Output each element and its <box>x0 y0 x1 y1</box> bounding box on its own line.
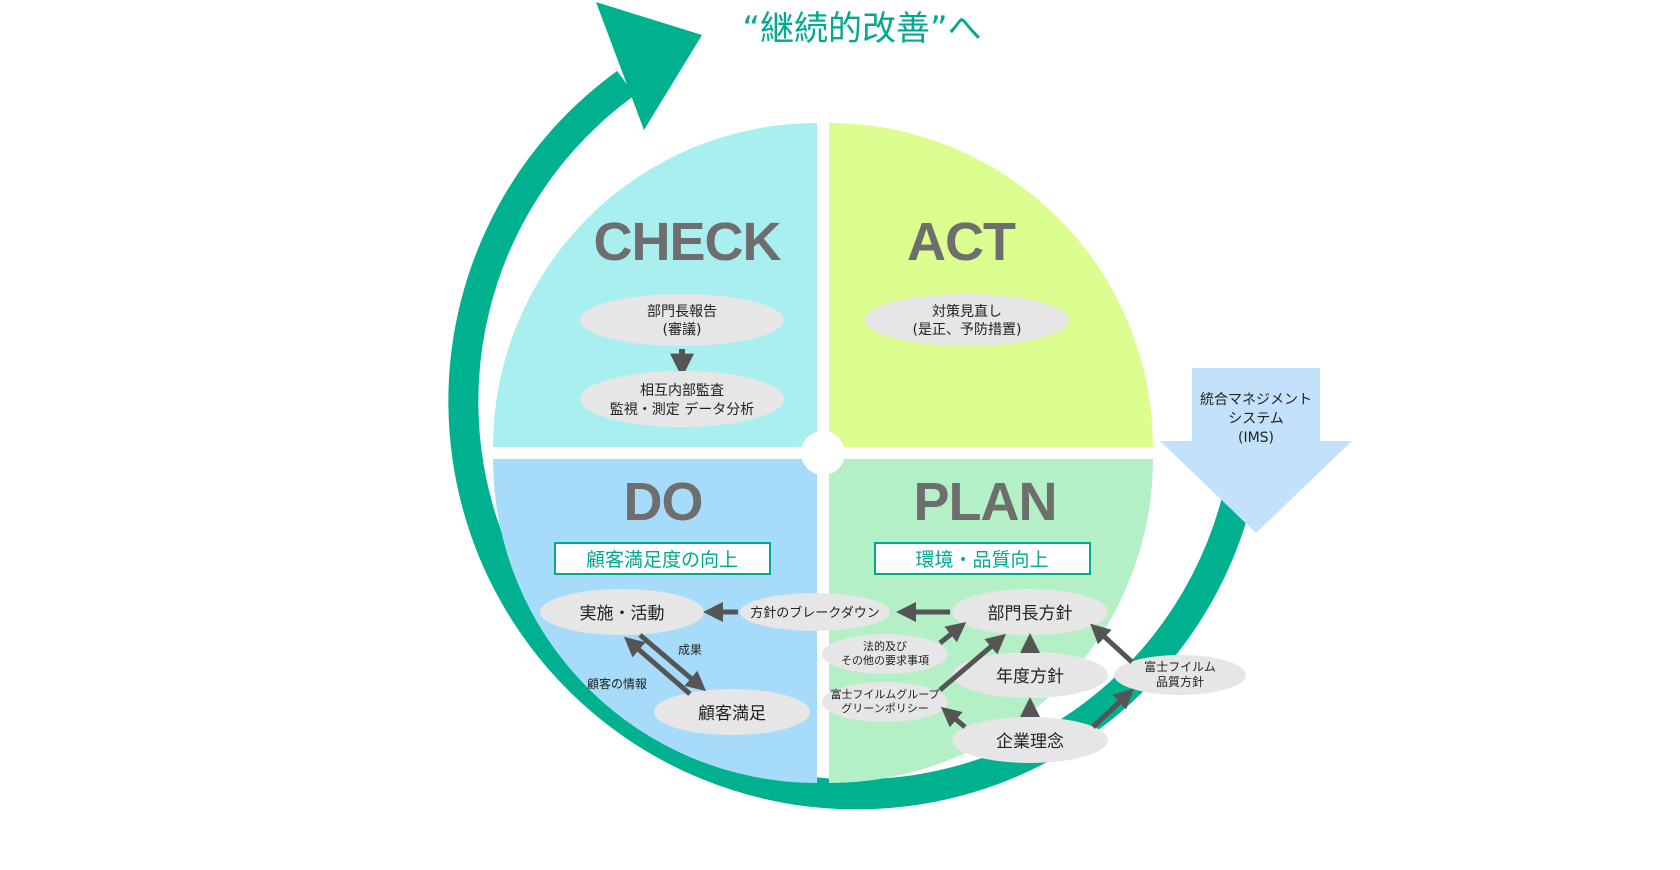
svg-text:グリーンポリシー: グリーンポリシー <box>841 701 928 715</box>
plan-goal-box: 環境・品質向上 <box>874 542 1091 575</box>
execution-oval: 実施・活動 <box>540 589 704 635</box>
svg-text:部門長報告: 部門長報告 <box>647 304 717 320</box>
svg-text:部門長方針: 部門長方針 <box>988 604 1073 624</box>
do-title: DO <box>624 472 703 532</box>
plan-title: PLAN <box>914 472 1057 532</box>
svg-text:顧客満足: 顧客満足 <box>698 704 766 724</box>
arrow-green-to-dept <box>938 633 1007 692</box>
do-goal-box: 顧客満足度の向上 <box>554 542 771 575</box>
arrow-satisfaction-to-execution <box>623 636 692 696</box>
svg-text:方針のブレークダウン: 方針のブレークダウン <box>750 605 879 621</box>
ims-label: 統合マネジメント システム (IMS) <box>1200 392 1312 446</box>
customer-satisfaction-oval: 顧客満足 <box>654 689 810 735</box>
corporate-philosophy-oval: 企業理念 <box>952 717 1108 763</box>
dept-report-oval: 部門長報告 (審議) <box>580 294 784 346</box>
svg-text:システム: システム <box>1228 411 1284 427</box>
svg-text:品質方針: 品質方針 <box>1156 674 1204 689</box>
svg-text:(審議): (審議) <box>663 321 702 338</box>
svg-text:環境・品質向上: 環境・品質向上 <box>915 549 1048 571</box>
arrow-quality-to-dept <box>1090 623 1134 664</box>
check-quadrant <box>493 123 817 447</box>
svg-text:実施・活動: 実施・活動 <box>580 604 665 624</box>
internal-audit-oval: 相互内部監査 監視・測定 データ分析 <box>580 371 784 427</box>
svg-text:富士フイルムグループ: 富士フイルムグループ <box>830 687 939 701</box>
svg-text:相互内部監査: 相互内部監査 <box>640 382 724 399</box>
check-title: CHECK <box>593 212 781 272</box>
svg-text:その他の要求事項: その他の要求事項 <box>841 654 929 667</box>
result-label: 成果 <box>678 643 702 657</box>
act-title: ACT <box>907 212 1016 272</box>
policy-breakdown-oval: 方針のブレークダウン <box>740 593 890 631</box>
dept-policy-oval: 部門長方針 <box>952 589 1108 635</box>
svg-text:企業理念: 企業理念 <box>996 731 1064 752</box>
quality-policy-oval: 富士フイルム 品質方針 <box>1114 655 1246 695</box>
green-policy-oval: 富士フイルムグループ グリーンポリシー <box>822 682 948 722</box>
svg-text:監視・測定 データ分析: 監視・測定 データ分析 <box>610 401 754 418</box>
countermeasure-review-oval: 対策見直し (是正、予防措置) <box>865 294 1069 346</box>
headline: “継続的改善”へ <box>742 9 981 49</box>
center-hub <box>801 431 845 475</box>
act-quadrant <box>829 123 1153 447</box>
arrow-philosophy-to-green <box>940 706 967 729</box>
customer-info-label: 顧客の情報 <box>587 676 647 691</box>
legal-requirements-oval: 法的及び その他の要求事項 <box>822 634 948 674</box>
svg-text:(IMS): (IMS) <box>1238 430 1274 446</box>
svg-text:顧客満足度の向上: 顧客満足度の向上 <box>586 549 738 571</box>
svg-text:(是正、予防措置): (是正、予防措置) <box>913 322 1022 338</box>
ims-arrow <box>1160 368 1352 533</box>
annual-policy-oval: 年度方針 <box>952 652 1108 698</box>
arrow-execution-to-satisfaction <box>638 633 707 692</box>
svg-text:法的及び: 法的及び <box>863 639 907 653</box>
svg-text:統合マネジメント: 統合マネジメント <box>1200 392 1312 408</box>
svg-text:対策見直し: 対策見直し <box>932 303 1002 320</box>
arrow-philosophy-to-quality <box>1091 688 1134 729</box>
svg-text:年度方針: 年度方針 <box>996 667 1064 687</box>
arrow-legal-to-dept <box>938 622 967 645</box>
svg-text:富士フイルム: 富士フイルム <box>1144 659 1216 674</box>
